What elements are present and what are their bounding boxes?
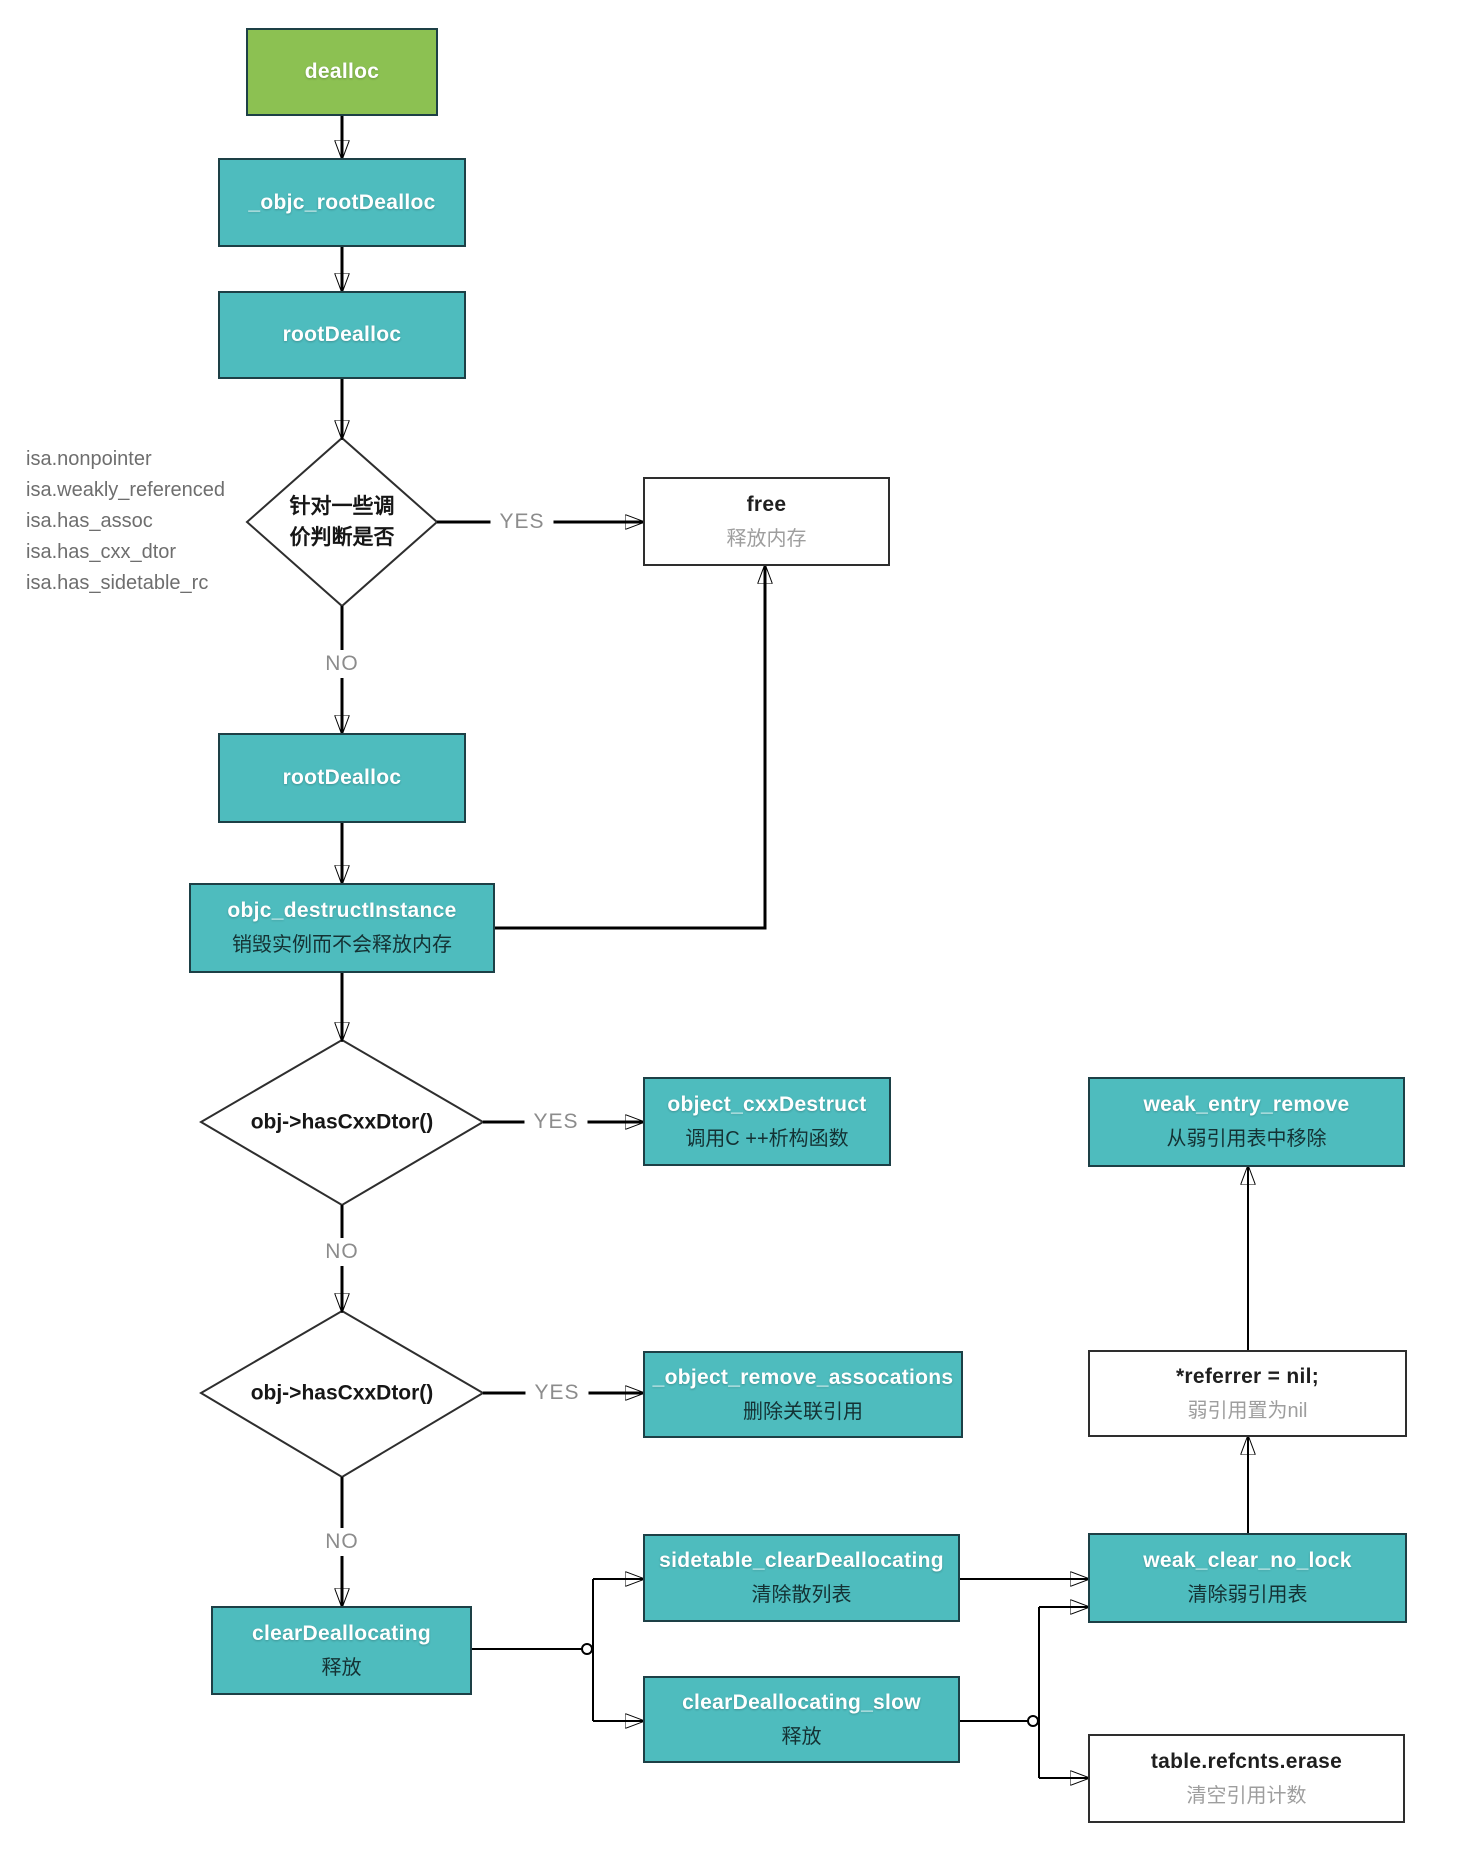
node-title: objc_destructInstance	[227, 899, 457, 922]
node-subtitle: 释放内存	[726, 527, 807, 550]
decision-shapes	[199, 436, 485, 1479]
node-object-remove-assocations: _object_remove_assocations 删除关联引用	[643, 1351, 963, 1438]
node-cleardeallocating-slow: clearDeallocating_slow 释放	[643, 1676, 960, 1763]
edge-label-no-isa: NO	[316, 650, 368, 678]
node-subtitle: 销毁实例而不会释放内存	[232, 934, 452, 956]
node-title: dealloc	[304, 60, 380, 83]
node-free: free 释放内存	[643, 477, 890, 566]
edge-label-no-cxx2: NO	[316, 1528, 368, 1556]
decision-isa-flags-label: 针对一些调 价判断是否	[290, 491, 395, 553]
note-line: isa.has_cxx_dtor	[26, 541, 177, 563]
decision-line: 价判断是否	[289, 526, 395, 549]
decision-hascxxdtor-1-label: obj->hasCxxDtor()	[250, 1110, 434, 1134]
node-title: _object_remove_assocations	[652, 1365, 954, 1389]
edge-label-yes-isa: YES	[490, 508, 554, 536]
node-title: clearDeallocating_slow	[682, 1690, 921, 1714]
node-title: object_cxxDestruct	[667, 1092, 867, 1116]
node-title: free	[746, 492, 787, 516]
node-title: *referrer = nil;	[1175, 1364, 1320, 1388]
node-subtitle: 清空引用计数	[1186, 1784, 1307, 1807]
node-title: rootDealloc	[282, 766, 402, 789]
note-line: isa.nonpointer	[26, 448, 152, 470]
note-line: isa.weakly_referenced	[26, 479, 225, 501]
node-subtitle: 释放	[781, 1725, 822, 1748]
node-weak-entry-remove: weak_entry_remove 从弱引用表中移除	[1088, 1077, 1405, 1167]
node-objc-rootdealloc: _objc_rootDealloc	[218, 158, 466, 247]
node-subtitle: 删除关联引用	[743, 1400, 863, 1423]
node-cleardeallocating: clearDeallocating 释放	[211, 1606, 472, 1695]
node-subtitle: 弱引用置为nil	[1187, 1399, 1308, 1422]
decision-hascxxdtor-2-label: obj->hasCxxDtor()	[250, 1381, 434, 1405]
node-referrer-nil: *referrer = nil; 弱引用置为nil	[1088, 1350, 1407, 1437]
node-sidetable-cleardeallocating: sidetable_clearDeallocating 清除散列表	[643, 1534, 960, 1622]
node-objc-destructinstance: objc_destructInstance 销毁实例而不会释放内存	[189, 883, 495, 973]
node-rootdealloc-2: rootDealloc	[218, 733, 466, 823]
node-title: weak_clear_no_lock	[1143, 1549, 1352, 1572]
node-title: rootDealloc	[282, 323, 402, 346]
node-dealloc: dealloc	[246, 28, 438, 116]
node-title: table.refcnts.erase	[1150, 1749, 1343, 1773]
node-subtitle: 清除散列表	[751, 1584, 852, 1606]
note-line: isa.has_assoc	[26, 510, 153, 532]
node-title: _objc_rootDealloc	[248, 190, 436, 214]
node-table-refcnts-erase: table.refcnts.erase 清空引用计数	[1088, 1734, 1405, 1823]
edge-label-yes-cxx1: YES	[524, 1108, 588, 1136]
node-title: clearDeallocating	[251, 1621, 431, 1645]
decision-line: 针对一些调	[289, 495, 395, 518]
node-subtitle: 调用C ++析构函数	[685, 1127, 849, 1150]
connector-dot-icon	[581, 1643, 593, 1655]
node-subtitle: 从弱引用表中移除	[1166, 1128, 1327, 1150]
node-subtitle: 清除弱引用表	[1187, 1584, 1308, 1606]
note-line: isa.has_sidetable_rc	[26, 572, 209, 594]
node-object-cxxdestruct: object_cxxDestruct 调用C ++析构函数	[643, 1077, 891, 1166]
isa-flags-note-list: isa.nonpointer isa.weakly_referenced isa…	[26, 444, 225, 599]
edge-label-no-cxx1: NO	[316, 1238, 368, 1266]
connector-dot-icon	[1027, 1715, 1039, 1727]
node-weak-clear-no-lock: weak_clear_no_lock 清除弱引用表	[1088, 1533, 1407, 1623]
branch-connectors	[472, 1167, 1248, 1778]
arrow-destructinstance-to-free	[495, 566, 765, 930]
node-title: weak_entry_remove	[1143, 1093, 1350, 1116]
node-rootdealloc-1: rootDealloc	[218, 291, 466, 379]
node-subtitle: 释放	[321, 1656, 362, 1679]
node-title: sidetable_clearDeallocating	[659, 1549, 944, 1572]
edge-label-yes-cxx2: YES	[525, 1379, 589, 1407]
